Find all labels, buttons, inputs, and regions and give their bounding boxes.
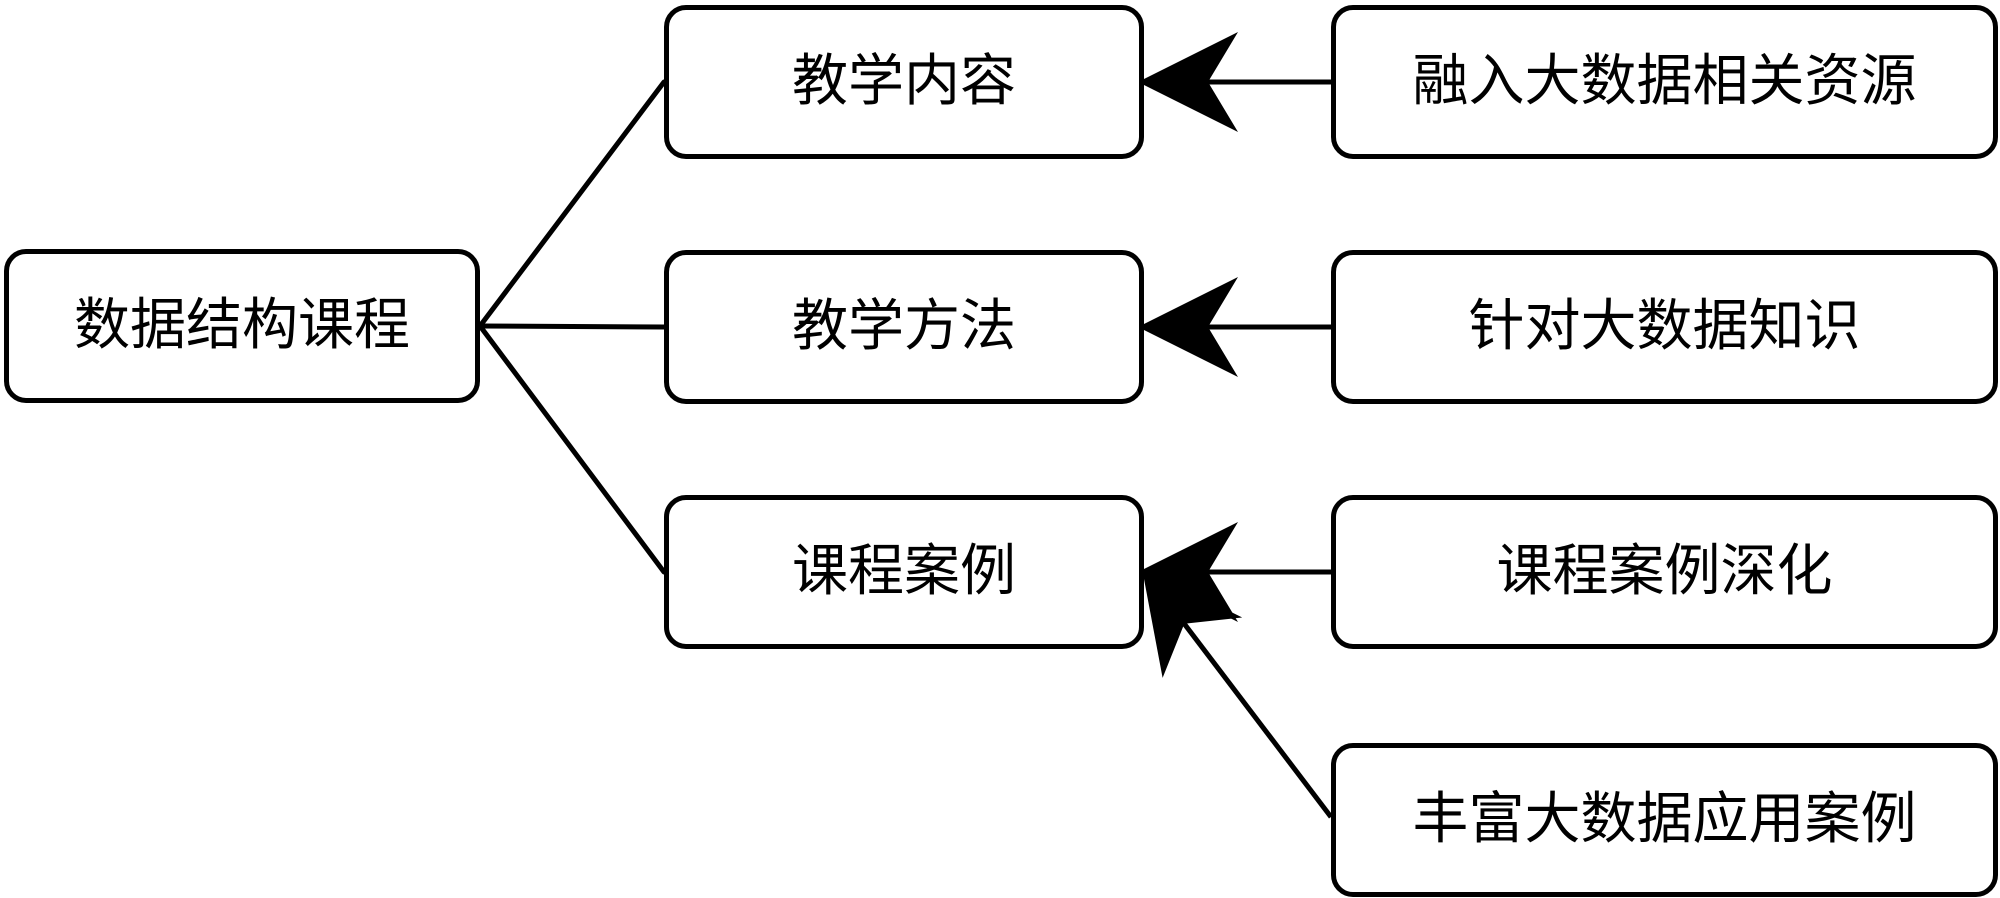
teaching-content-label: 教学内容 bbox=[792, 49, 1016, 114]
teaching-method-label: 教学方法 bbox=[792, 294, 1016, 359]
root-node: 数据结构课程 bbox=[4, 249, 480, 403]
big-data-application-cases-label: 丰富大数据应用案例 bbox=[1412, 787, 1917, 852]
teaching-content-node: 教学内容 bbox=[664, 5, 1144, 159]
root-to-method-connector bbox=[477, 323, 667, 330]
teaching-method-node: 教学方法 bbox=[664, 250, 1144, 404]
course-cases-deepening-node: 课程案例深化 bbox=[1331, 495, 1998, 649]
root-to-cases-connector bbox=[477, 323, 667, 575]
root-node-label: 数据结构课程 bbox=[74, 293, 410, 358]
big-data-knowledge-label: 针对大数据知识 bbox=[1468, 294, 1861, 359]
big-data-application-cases-node: 丰富大数据应用案例 bbox=[1331, 743, 1998, 897]
big-data-knowledge-node: 针对大数据知识 bbox=[1331, 250, 1998, 404]
big-data-resources-node: 融入大数据相关资源 bbox=[1331, 5, 1998, 159]
root-to-content-connector bbox=[477, 79, 667, 329]
course-cases-node: 课程案例 bbox=[664, 495, 1144, 649]
course-cases-label: 课程案例 bbox=[792, 539, 1016, 604]
applications-to-cases-arrow bbox=[1141, 568, 1333, 819]
big-data-resources-label: 融入大数据相关资源 bbox=[1412, 49, 1917, 114]
course-cases-deepening-label: 课程案例深化 bbox=[1496, 539, 1833, 604]
